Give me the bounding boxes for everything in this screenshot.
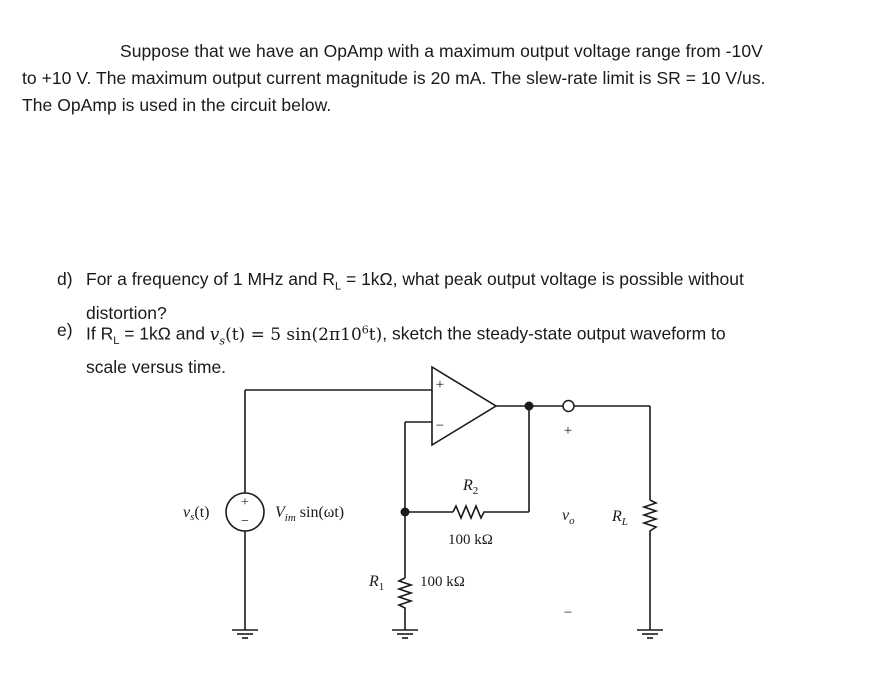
math-part: (t) = 5 sin(2π10: [225, 324, 362, 345]
intro-line-1: Suppose that we have an OpAmp with a max…: [120, 41, 763, 61]
r2-resistor-icon: [452, 503, 487, 521]
r1-value: 100 kΩ: [420, 574, 465, 590]
math-var: v: [209, 324, 220, 345]
source-label: vs(t): [183, 504, 210, 523]
wires: [244, 389, 651, 630]
question-text-part: scale versus time.: [86, 357, 227, 378]
vo-plus-label: +: [564, 423, 572, 439]
vo-label: vo: [562, 507, 575, 527]
question-d: d) For a frequency of 1 MHz and RL = 1kΩ…: [57, 266, 857, 323]
question-text-part: distortion?: [86, 302, 167, 323]
junction-dot: [400, 507, 410, 517]
output-terminal-icon: [562, 399, 575, 413]
problem-statement: Suppose that we have an OpAmp with a max…: [22, 38, 862, 119]
opamp-minus-label: −: [436, 418, 444, 434]
subscript: L: [335, 280, 342, 293]
r2-label: R2: [462, 477, 478, 497]
vo-minus-label: −: [564, 605, 572, 621]
question-e: e) If RL = 1kΩ and vs(t) = 5 sin(2π106t)…: [57, 317, 857, 377]
vim-label: Vim sin(ωt): [275, 504, 344, 524]
r1-resistor-icon: [396, 577, 414, 610]
ground-icon: [637, 629, 663, 639]
question-text-part: If R: [86, 323, 114, 344]
rl-label: RL: [611, 508, 628, 528]
question-text-part: = 1kΩ and: [119, 323, 210, 344]
voltage-source-icon: [225, 492, 265, 532]
math-sup: 6: [361, 323, 369, 336]
opamp-plus-label: +: [436, 377, 444, 393]
math-sub: s: [219, 334, 226, 348]
question-text: If RL = 1kΩ and vs(t) = 5 sin(2π106t), s…: [86, 317, 856, 380]
opamp-triangle: [431, 365, 498, 447]
subscript: L: [113, 335, 120, 348]
intro-line-3: The OpAmp is used in the circuit below.: [22, 95, 332, 115]
equation: vs(t) = 5 sin(2π106t): [209, 323, 383, 348]
intro-line-2: to +10 V. The maximum output current mag…: [22, 68, 766, 88]
junction-dot: [524, 401, 534, 411]
rl-resistor-icon: [641, 499, 659, 533]
question-text-part: , sketch the steady-state output wavefor…: [382, 323, 726, 344]
question-label: d): [57, 269, 73, 289]
question-text: For a frequency of 1 MHz and RL = 1kΩ, w…: [86, 266, 856, 326]
ground-icon: [232, 629, 258, 639]
source-minus-label: −: [241, 514, 249, 529]
math-part: t): [368, 324, 383, 345]
question-text-part: = 1kΩ, what peak output voltage is possi…: [341, 269, 744, 289]
r2-value: 100 kΩ: [448, 532, 493, 548]
question-label: e): [57, 320, 73, 340]
r1-label: R1: [368, 573, 384, 593]
source-plus-label: +: [241, 495, 249, 510]
ground-icon: [392, 629, 418, 639]
question-text-part: For a frequency of 1 MHz and R: [86, 269, 335, 289]
